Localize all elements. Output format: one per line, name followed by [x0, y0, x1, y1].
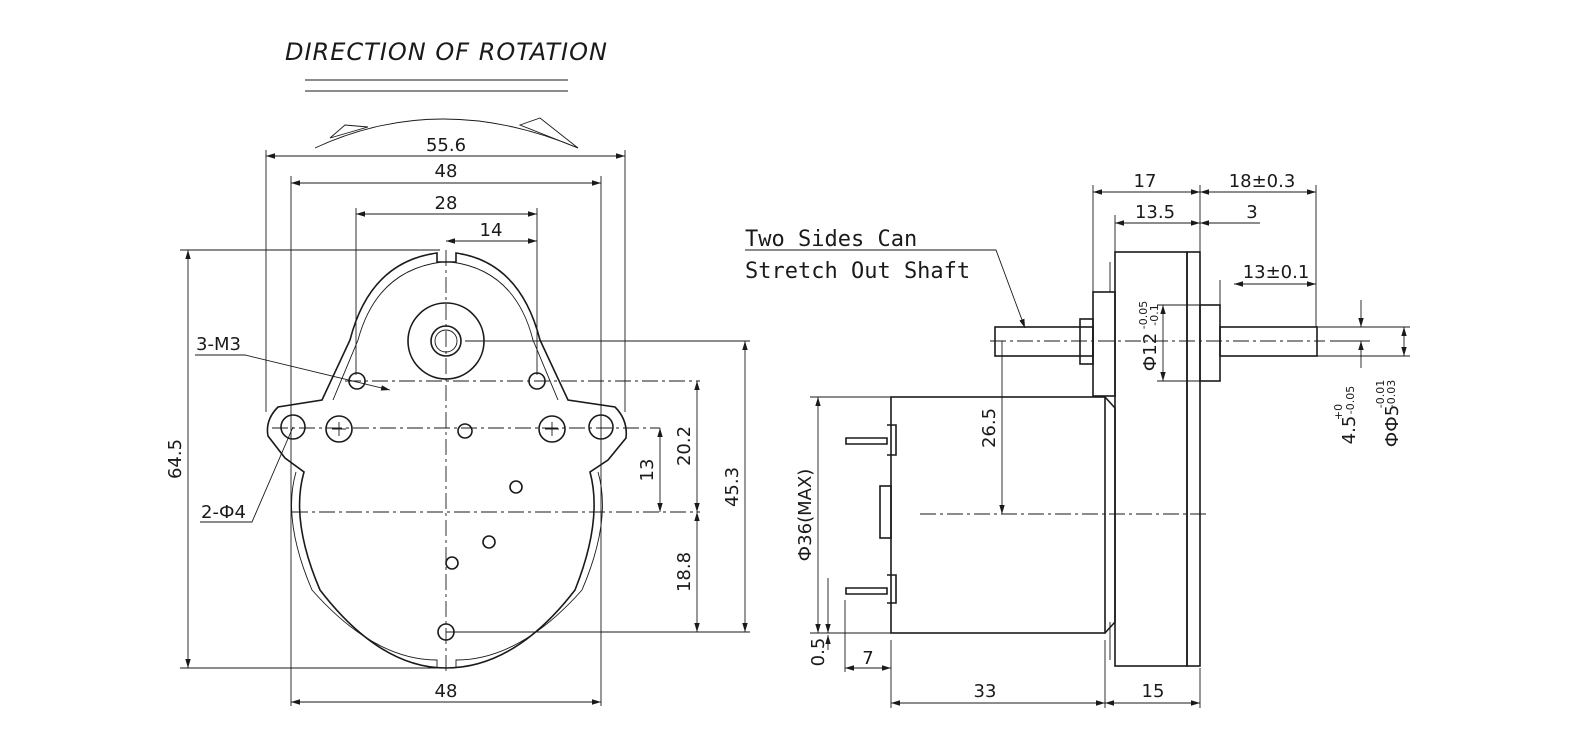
title-text: DIRECTION OF ROTATION [285, 38, 608, 66]
dim-13: 13 [637, 459, 658, 482]
front-view: 55.6 48 28 14 48 [165, 135, 750, 706]
cover-plate [1186, 251, 1201, 667]
dim-17: 17 [1134, 171, 1157, 192]
rotation-header: DIRECTION OF ROTATION [285, 38, 608, 149]
dim-13-tol: 13±0.1 [1243, 262, 1310, 283]
dim-0-5: 0.5 [808, 638, 829, 667]
dim-12-tol-dn: -0.1 [1148, 304, 1161, 325]
rotation-arc [314, 118, 579, 149]
dim-4-5-tol-up: +0 [1332, 404, 1345, 420]
note-line-2: Stretch Out Shaft [745, 259, 970, 284]
small-hole-3 [482, 535, 496, 549]
dim-26-5: 26.5 [979, 408, 1000, 448]
mount-hole-right [588, 414, 614, 440]
screw-left [325, 415, 353, 443]
note-line-1: Two Sides Can [745, 227, 917, 252]
dim-55-6: 55.6 [426, 135, 466, 156]
dim-18: 18±0.3 [1229, 171, 1296, 192]
dim-5-dia: ФФ5 [1382, 405, 1403, 447]
small-hole-1 [457, 423, 473, 439]
dim-36: Ф36(MAX) [795, 469, 816, 562]
dim-5-tol-up: -0.01 [1374, 380, 1387, 408]
inner-boss [1092, 291, 1116, 397]
dim-64-5: 64.5 [165, 439, 186, 479]
small-hole-2 [509, 480, 523, 494]
mount-hole-left [280, 414, 306, 440]
small-hole-4 [445, 556, 459, 570]
side-view: 17 18±0.3 13.5 3 13±0.1 33 15 7 Ф36(MAX)… [745, 171, 1410, 708]
dim-33: 33 [974, 681, 997, 702]
terminal-top [845, 424, 897, 456]
dim-20-2: 20.2 [674, 426, 695, 466]
boss-side [1199, 304, 1221, 382]
dim-28: 28 [435, 193, 458, 214]
dim-12-tol-up: -0.05 [1137, 301, 1150, 329]
dim-18-8: 18.8 [674, 552, 695, 592]
side-tab [879, 485, 892, 539]
rotation-arrow-left [329, 124, 369, 139]
dim-45-3: 45.3 [722, 467, 743, 507]
label-2-d4: 2-Ф4 [201, 502, 246, 523]
gearbox-outline [266, 252, 628, 669]
shaft-right [1219, 326, 1318, 357]
label-3-m3: 3-M3 [196, 334, 241, 355]
dim-4-5-tol-dn: -0.05 [1344, 386, 1357, 414]
shaft-left [994, 326, 1094, 357]
dim-3: 3 [1246, 202, 1257, 223]
dim-14: 14 [480, 220, 503, 241]
dim-15: 15 [1142, 681, 1165, 702]
dim-48-top: 48 [435, 161, 458, 182]
dim-13-5: 13.5 [1135, 202, 1175, 223]
dim-5-tol-dn: -0.03 [1385, 380, 1398, 408]
dim-48-bottom: 48 [435, 681, 458, 702]
dim-7: 7 [862, 648, 873, 669]
rotation-arrow-right [518, 117, 579, 149]
screw-right [538, 415, 566, 443]
dim-4-5: 4.5 [1339, 416, 1360, 445]
dim-12-dia: Ф12 [1140, 333, 1161, 371]
terminal-bottom [845, 574, 897, 604]
